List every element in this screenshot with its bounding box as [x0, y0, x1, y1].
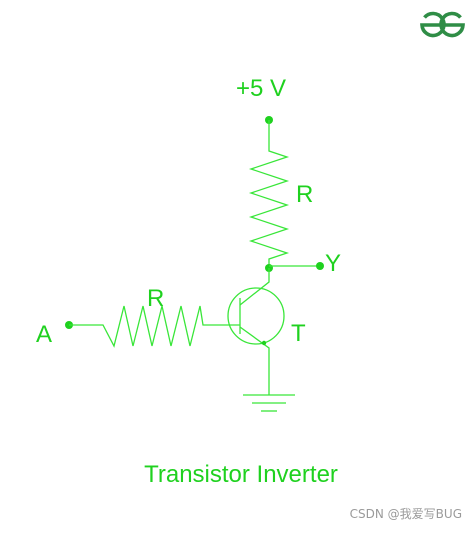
watermark-text: CSDN @我爱写BUG: [349, 507, 462, 521]
emitter-arrow-mark: [261, 340, 267, 346]
ground-icon: [243, 394, 295, 412]
input-label: A: [36, 321, 52, 348]
collector-lead: [239, 268, 270, 306]
emitter-lead: [239, 326, 270, 395]
geeksforgeeks-logo-icon: [420, 11, 465, 38]
base-resistor-label: R: [147, 285, 164, 312]
output-label: Y: [325, 250, 341, 277]
transistor-body: [227, 287, 285, 345]
collector-resistor: [248, 120, 290, 268]
collector-resistor-label: R: [296, 181, 313, 208]
diagram-title: Transistor Inverter: [144, 461, 338, 488]
output-node: [316, 262, 324, 270]
transistor-label: T: [291, 320, 306, 347]
base-resistor: [69, 305, 240, 348]
supply-voltage-label: +5 V: [236, 75, 286, 102]
